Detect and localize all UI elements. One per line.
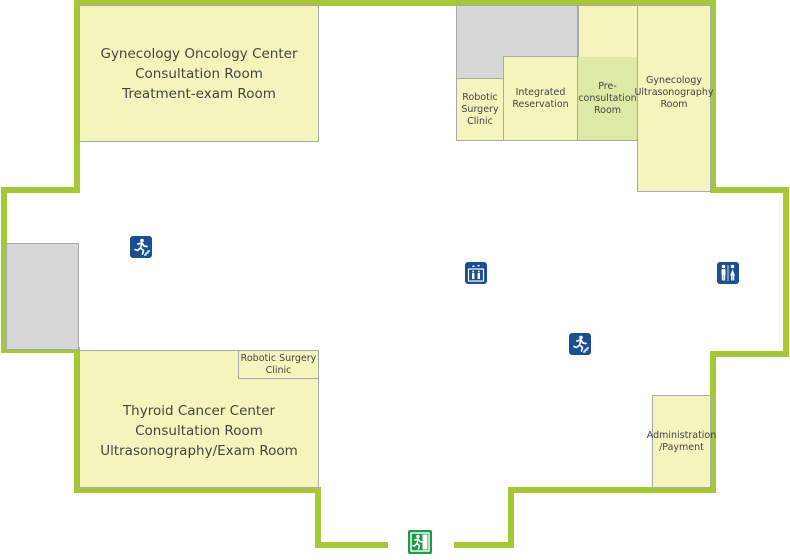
pre-consultation-label: Pre- consultation Room	[578, 80, 637, 116]
restroom-icon	[717, 262, 739, 284]
emergency-exit-icon	[408, 530, 432, 554]
thyroid-cancer-center-label: Thyroid Cancer Center Consultation Room …	[100, 403, 298, 459]
integrated-reservation: Integrated Reservation	[503, 56, 578, 141]
service-area-left	[6, 243, 79, 350]
emergency-stairs-icon	[130, 236, 152, 258]
robotic-surgery-clinic-bottom: Robotic Surgery Clinic	[238, 350, 319, 379]
pre-consultation-room: Pre- consultation Room	[577, 56, 638, 141]
gynecology-oncology-label: Gynecology Oncology Center Consultation …	[100, 45, 298, 102]
administration-payment: Administration /Payment	[647, 395, 716, 488]
emergency-stairs-icon	[569, 333, 591, 355]
administration-payment-label: Administration /Payment	[646, 429, 717, 453]
robotic-surgery-bottom-label: Robotic Surgery Clinic	[240, 352, 317, 376]
gynecology-ultrasonography-room-lower: Gynecology Ultrasonography Room	[634, 5, 714, 192]
elevator-icon	[465, 262, 487, 284]
robotic-surgery-top-label: Robotic Surgery Clinic	[461, 91, 499, 127]
gynecology-oncology-center: Gynecology Oncology Center Consultation …	[79, 5, 319, 142]
gynecology-ultrasonography-label: Gynecology Ultrasonography Room	[634, 75, 714, 110]
integrated-reservation-label: Integrated Reservation	[512, 86, 569, 110]
robotic-surgery-clinic-top: Robotic Surgery Clinic	[456, 78, 504, 141]
